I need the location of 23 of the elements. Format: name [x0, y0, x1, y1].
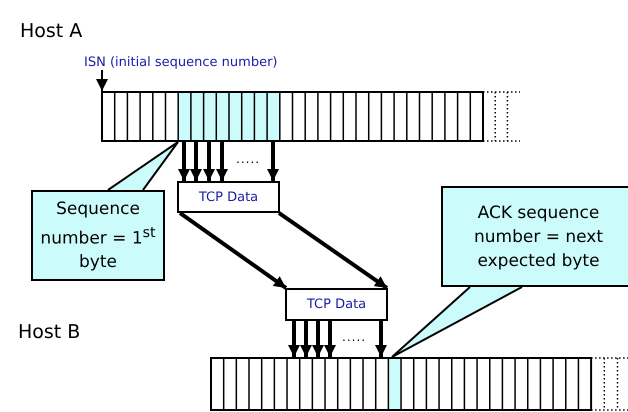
host-label: Host A	[20, 20, 82, 42]
arrow	[278, 211, 388, 290]
arrow	[190, 142, 202, 181]
arrow	[288, 321, 300, 357]
arrow	[300, 321, 312, 357]
arrow	[375, 321, 387, 357]
ellipsis-text: .....	[236, 152, 260, 166]
host-label: Host B	[18, 321, 80, 343]
arrow	[96, 70, 108, 91]
byte-buffer	[101, 91, 521, 142]
arrow	[267, 142, 279, 181]
segment-box: TCP Data	[285, 288, 388, 321]
arrow	[312, 321, 324, 357]
arrow	[216, 142, 228, 181]
arrow	[203, 142, 215, 181]
arrow	[178, 142, 190, 181]
arrow	[178, 211, 288, 290]
ellipsis-text: .....	[342, 330, 366, 344]
segment-box: TCP Data	[177, 181, 280, 213]
callout-tail	[107, 141, 179, 191]
byte-buffer	[210, 357, 628, 411]
annotation-text: ISN (initial sequence number)	[84, 55, 278, 70]
arrow	[324, 321, 336, 357]
